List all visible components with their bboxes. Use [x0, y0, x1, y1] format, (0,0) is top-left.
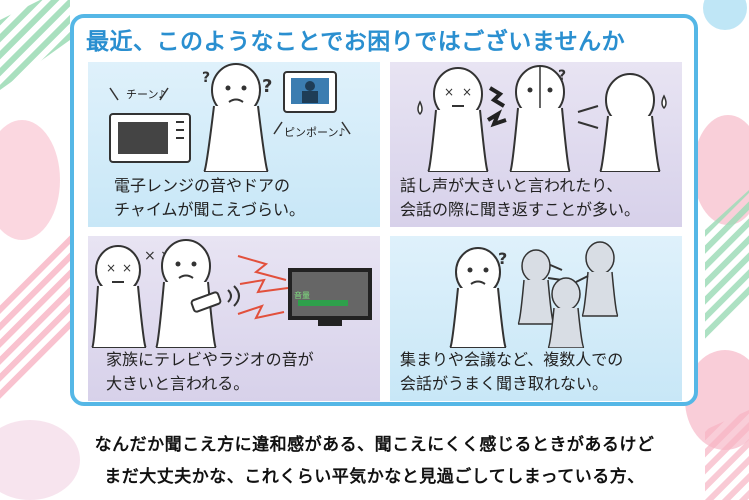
person-split-face-icon: [509, 65, 571, 172]
svg-text:×: ×: [444, 85, 454, 99]
sfx-doorbell: ピンポーン♪: [284, 126, 345, 139]
person-remote-icon: [155, 239, 222, 348]
svg-text:×: ×: [462, 85, 472, 99]
svg-text:×: ×: [106, 261, 116, 275]
card-appliance-sounds: ? ? チーン♪ ピンポーン♪ 電子レンジの音やドアの チャイムが聞こえづらい。: [88, 62, 380, 227]
card-loud-voice: × × ? 話し声が大きいと言われたり、 会話の際に聞き返すことが多い。: [390, 62, 682, 227]
group-illustration: ?: [449, 241, 619, 348]
person-group-icon: [517, 241, 619, 348]
microwave-icon: [109, 113, 191, 163]
card-caption: 集まりや会議など、複数人での 会話がうまく聞き取れない。: [400, 350, 624, 393]
conversation-illustration: × × ?: [417, 65, 667, 172]
svg-text:?: ?: [262, 76, 272, 97]
intercom-icon: [283, 71, 337, 113]
person-back-icon: [599, 73, 661, 172]
person-dizzy-icon: × ×: [91, 245, 147, 348]
tv-illustration: × × × × 音量: [91, 239, 372, 348]
person-confused-icon: [449, 247, 507, 348]
card-caption: 家族にテレビやラジオの音が 大きいと言われる。: [106, 350, 314, 393]
card-group-conversation: ? 集まりや会議など、複数人での 会話がうまく聞き取れない。: [390, 236, 682, 401]
appliance-illustration: ? ? チーン♪ ピンポーン♪: [109, 63, 351, 172]
footer-line-2: まだ大丈夫かな、これくらい平気かなと見過ごしてしまっている方、: [104, 467, 645, 487]
svg-text:?: ?: [202, 70, 210, 86]
svg-text:×: ×: [122, 261, 132, 275]
person-dizzy-icon: × ×: [427, 67, 489, 172]
sfx-chime: チーン♪: [126, 88, 165, 101]
footer-line-1: なんだか聞こえ方に違和感がある、聞こえにくく感じるときがあるけど: [94, 435, 655, 455]
card-caption: 電子レンジの音やドアの チャイムが聞こえづらい。: [114, 176, 306, 219]
sfx-volume: 音量: [294, 290, 310, 300]
svg-text:?: ?: [498, 249, 507, 268]
card-tv-volume: × × × × 音量 家族にテレビやラジオの音が 大きいと言われる。: [88, 236, 380, 401]
page-title: 最近、このようなことでお困りではございませんか: [86, 29, 626, 55]
tv-icon: [288, 268, 372, 326]
person-confused-icon: [203, 63, 269, 172]
card-caption: 話し声が大きいと言われたり、 会話の際に聞き返すことが多い。: [400, 176, 641, 219]
svg-text:?: ?: [558, 68, 566, 84]
